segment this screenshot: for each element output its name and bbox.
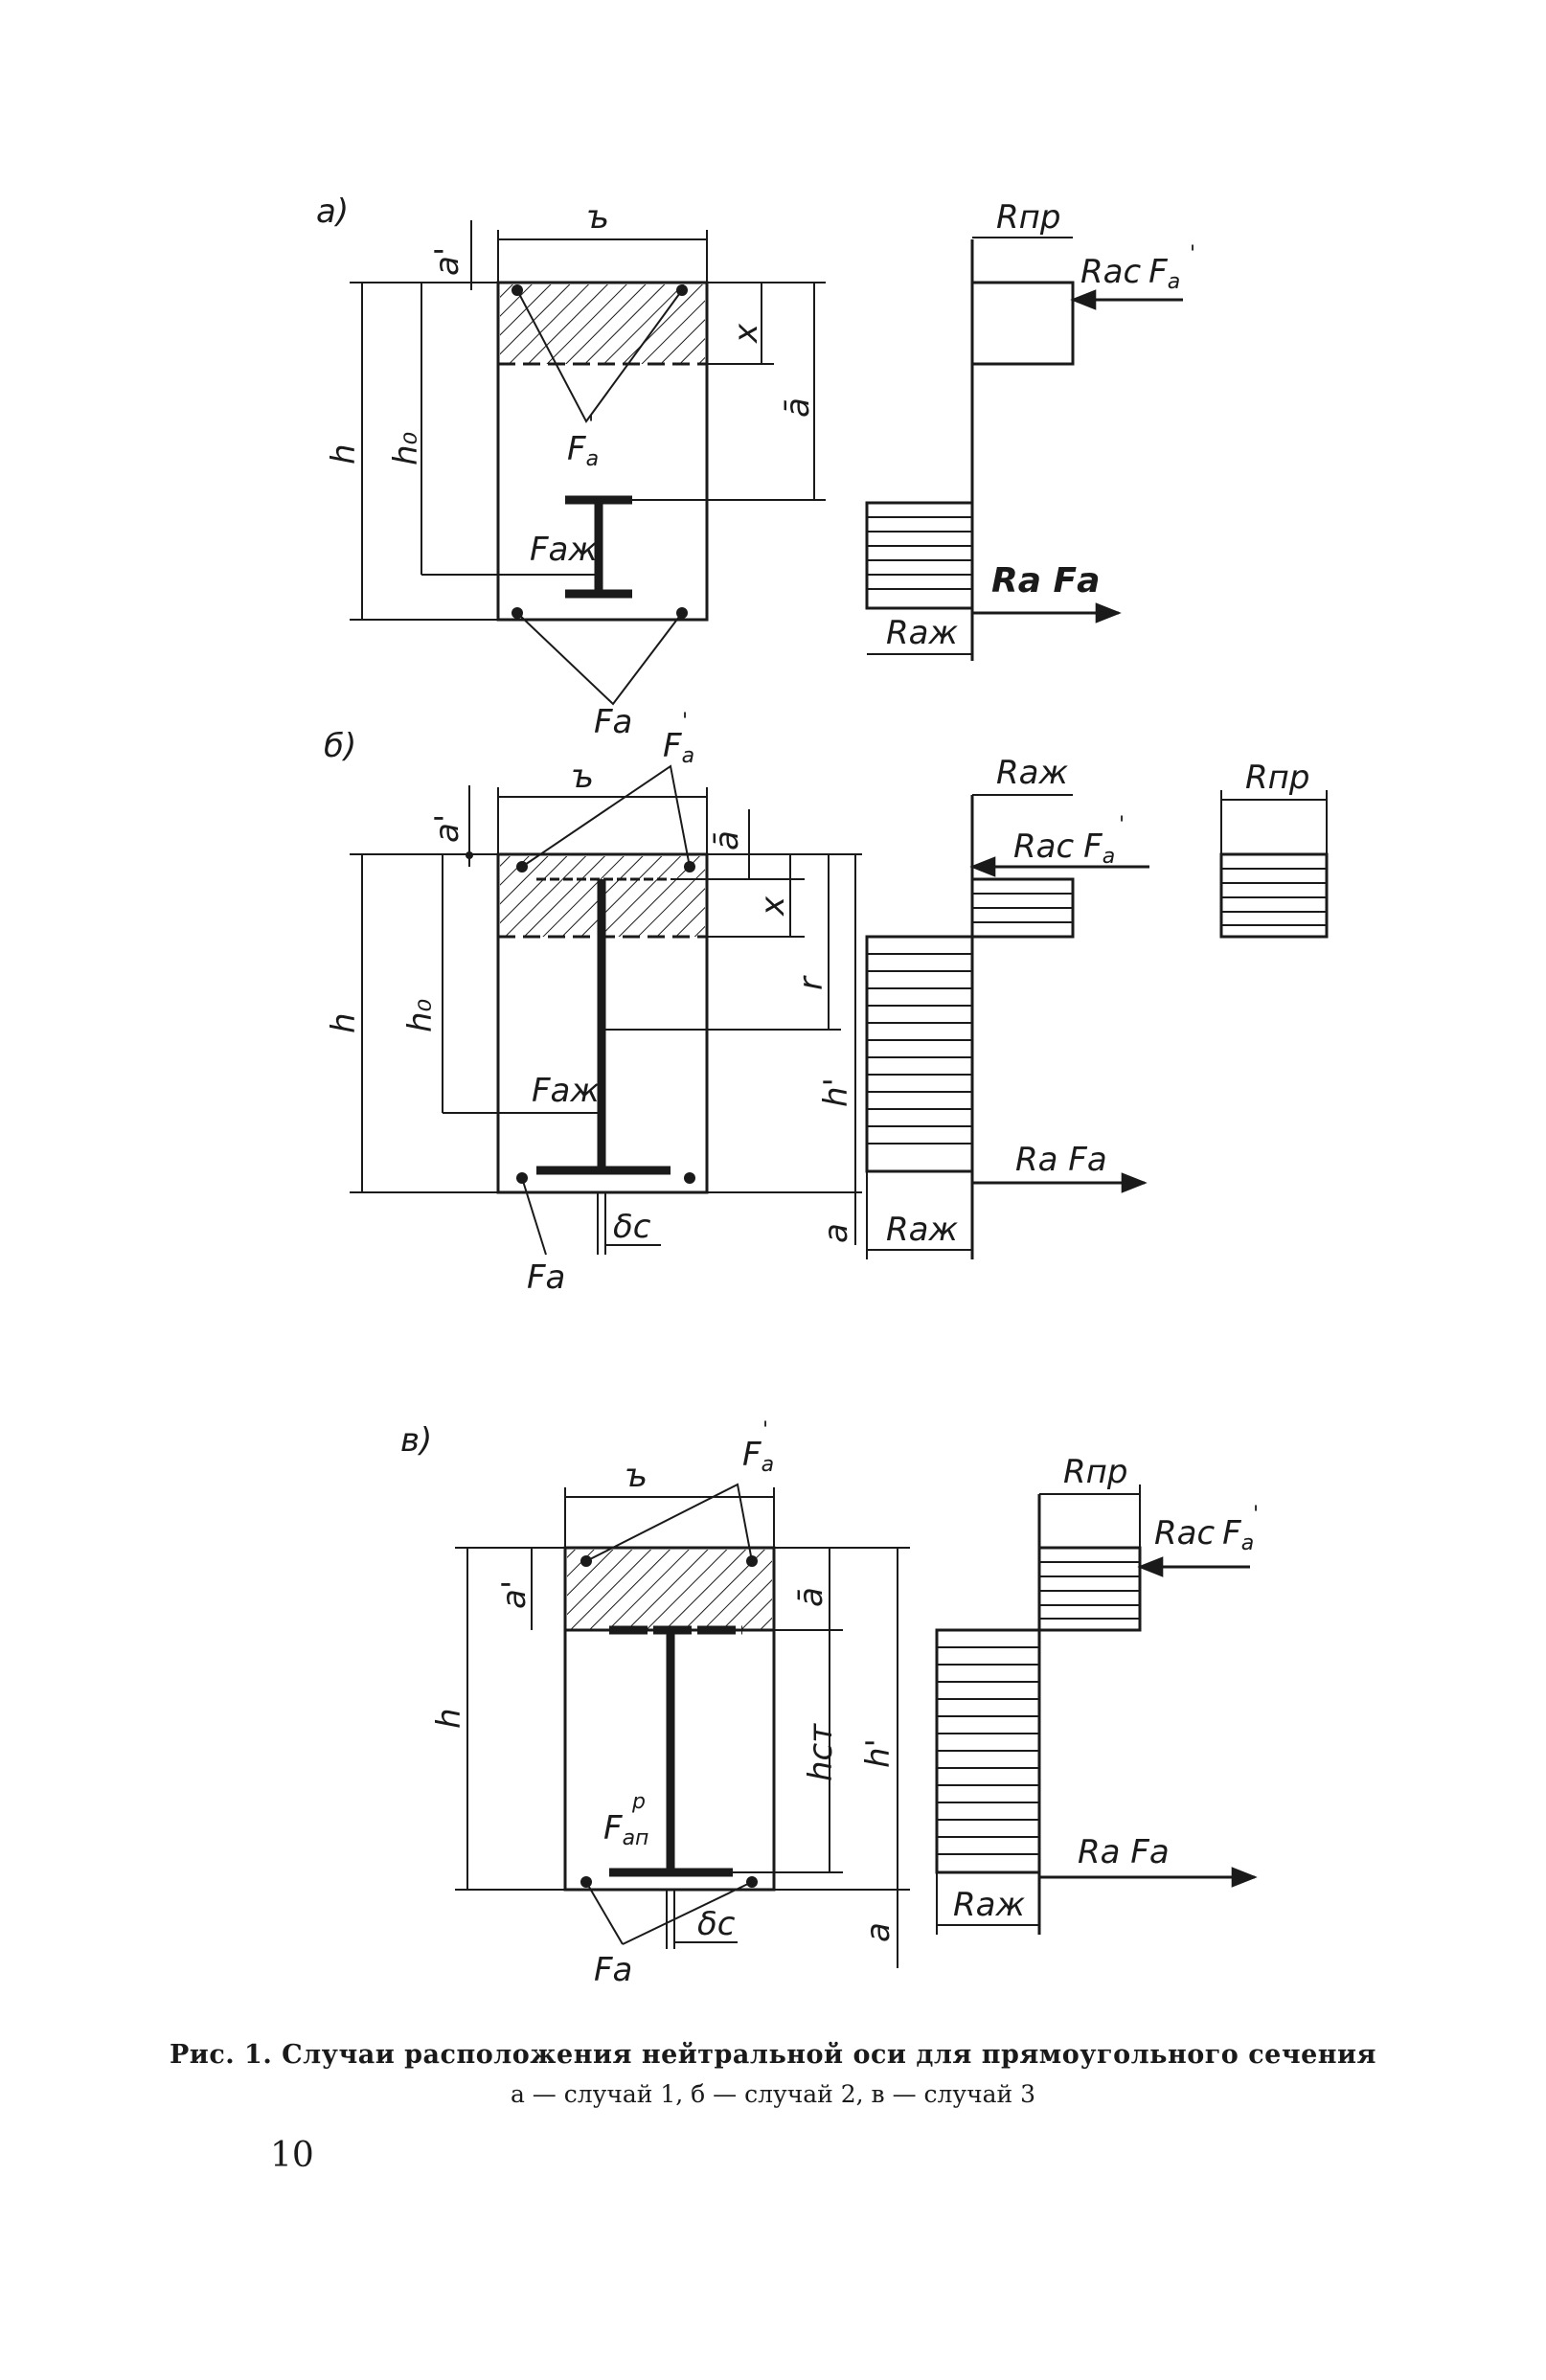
panel-b-label-raz: Rаж <box>886 1211 958 1249</box>
panel-c-label-rac-sup: ' <box>1253 1503 1259 1527</box>
panel-b-label-delta: δс <box>613 1208 651 1246</box>
panel-a-section <box>496 281 709 622</box>
panel-a: а) ъ а' h h₀ <box>316 193 1195 741</box>
panel-b-label-raz-top: Rаж <box>996 754 1068 792</box>
panel-a-compressed-zone <box>500 284 705 364</box>
panel-b-label-rafa: Rа Fа <box>1015 1141 1107 1179</box>
panel-b-label-b: ъ <box>571 758 594 796</box>
panel-c-compressed-zone <box>567 1550 772 1630</box>
panel-a-label-h0: h₀ <box>387 431 425 465</box>
panel-a-label-a-prime: а' <box>428 247 466 276</box>
panel-b-label-fa-prime: Fа <box>663 727 694 768</box>
panel-c-section <box>563 1546 776 1892</box>
panel-b-label-h0: h₀ <box>401 998 440 1032</box>
panel-b-leader-fa-prime <box>521 764 691 868</box>
panel-b-leader-fa <box>521 1177 547 1256</box>
panel-c-label-fan-sup: р <box>631 1790 646 1814</box>
panel-a-label-h: h <box>325 443 363 465</box>
panel-c-label-fa-prime: Fа <box>742 1436 774 1477</box>
panel-c-tag: в) <box>400 1421 432 1460</box>
panel-c-label-raz: Rаж <box>953 1886 1025 1924</box>
panel-c-stress-concrete-lines <box>1039 1561 1140 1620</box>
panel-b-stress-concrete-lines <box>972 893 1073 923</box>
panel-c-label-hcm: hст <box>802 1723 840 1781</box>
figure-caption-title: Рис. 1. Случаи расположения нейтральной … <box>169 2040 1376 2070</box>
panel-b-rebar-bottom-right <box>684 1172 695 1184</box>
panel-b-label-h: h <box>325 1012 363 1033</box>
panel-c-label-rpr: Rпр <box>1063 1453 1127 1491</box>
panel-a-label-rpr: Rпр <box>996 198 1060 237</box>
panel-c-leader-fa-prime <box>585 1483 753 1562</box>
panel-b-rpr-block <box>1219 852 1329 939</box>
panel-c-label-fan: Fап <box>603 1809 648 1850</box>
panel-a-label-fa-prime-sup: ' <box>588 413 594 437</box>
panel-c-leader-fa <box>585 1881 624 1945</box>
panel-b-label-a: а <box>817 1223 855 1243</box>
panel-b-label-x: x <box>754 895 792 917</box>
panel-a-leader-fa-prime <box>516 289 683 423</box>
panel-b-stress-steel-lines <box>867 953 972 1145</box>
panel-b-label-rpr: Rпр <box>1245 759 1309 797</box>
panel-a-label-fa-prime: Fа <box>567 430 599 471</box>
panel-c-label-fa: Fа <box>594 1951 632 1989</box>
panel-c-label-delta: δс <box>697 1905 736 1943</box>
panel-a-label-a-bar: ā <box>779 397 817 418</box>
panel-c-label-rafa: Rа Fа <box>1078 1833 1170 1871</box>
panel-c: в) ъ а' h ā hст <box>400 1418 1259 1989</box>
panel-a-label-b: ъ <box>586 198 609 237</box>
panel-a-leader-fa <box>516 612 683 706</box>
panel-c-label-a-bar: ā <box>792 1587 830 1607</box>
panel-b-label-h-prime: h' <box>817 1077 855 1107</box>
panel-b-label-rac-sup: ' <box>1119 813 1125 837</box>
panel-b: б) ъ а' h h₀ ā <box>324 710 1329 1297</box>
figure-caption-legend: а — случай 1, б — случай 2, в — случай 3 <box>510 2080 1036 2108</box>
panel-b-label-fa-prime-sup: ' <box>682 710 688 734</box>
panel-a-stress-steel-block <box>865 501 974 610</box>
panel-a-label-raz: Rаж <box>886 614 958 652</box>
panel-a-label-x: x <box>727 323 765 344</box>
panel-c-leader-fa-right <box>622 1881 753 1945</box>
panel-c-label-b: ъ <box>625 1457 648 1495</box>
page-number: 10 <box>270 2136 314 2175</box>
panel-a-tag: а) <box>316 193 349 231</box>
panel-b-tag: б) <box>324 727 356 765</box>
panel-a-stress-steel-lines <box>867 516 972 590</box>
panel-a-stress-concrete-block <box>970 281 1075 366</box>
panel-c-label-h: h <box>430 1708 468 1729</box>
panel-b-label-a-prime: а' <box>428 814 466 843</box>
panel-a-label-faz: Fаж <box>530 531 598 569</box>
panel-c-label-fa-prime-sup: ' <box>762 1418 768 1442</box>
panel-c-stress-steel-lines <box>937 1646 1039 1855</box>
panel-a-label-rafa: Rа Fа <box>991 561 1100 601</box>
panel-b-rpr-lines <box>1221 868 1327 926</box>
panel-b-label-a-bar: ā <box>708 830 746 850</box>
panel-c-label-h-prime: h' <box>859 1738 898 1768</box>
panel-a-label-rac-sup: ' <box>1190 242 1195 266</box>
panel-b-label-r: r <box>792 975 830 990</box>
panel-b-label-faz: Fаж <box>532 1072 600 1110</box>
panel-b-label-fa: Fа <box>527 1258 565 1297</box>
panel-c-label-a: а <box>859 1922 898 1942</box>
panel-c-label-a-prime: а' <box>495 1580 534 1609</box>
panel-a-label-fa: Fа <box>594 703 632 741</box>
